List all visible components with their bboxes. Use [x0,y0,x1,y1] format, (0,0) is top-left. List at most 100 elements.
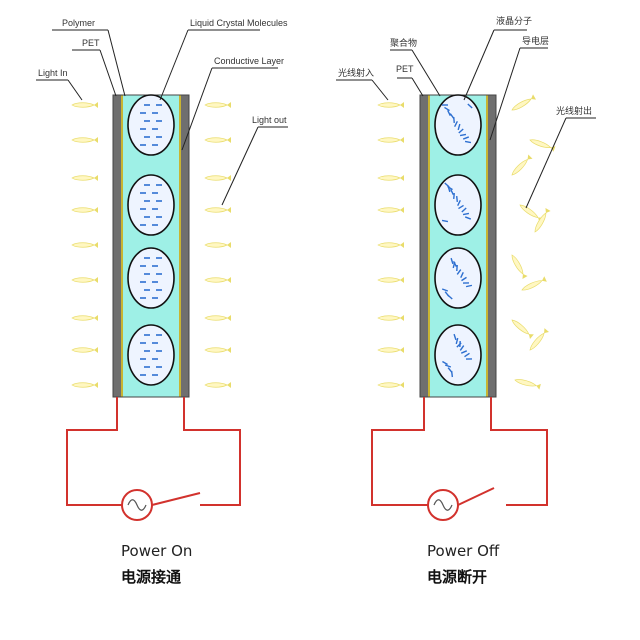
lc-molecule [462,212,470,216]
label-light-out-left: Light out [252,115,287,125]
light-ray-icon [71,136,99,144]
label-conductive-layer-left: Conductive Layer [214,56,284,66]
light-out-rays [204,101,232,389]
light-ray-icon [204,314,232,322]
light-ray-icon [71,381,99,389]
lc-molecule [465,284,473,288]
circuit-wire-left [66,397,241,506]
light-ray-icon [377,314,405,322]
pet-layer-left-inner [181,95,189,397]
lc-droplet [127,247,175,309]
lc-droplet [434,324,482,386]
pet-layer-right-outer [420,95,428,397]
conductive-layer-left-inner [179,95,181,397]
lc-molecule [461,207,467,213]
conductive-layer-right-outer [428,95,430,397]
lc-molecule [467,103,473,109]
light-ray-icon [204,206,232,214]
light-ray-icon [377,206,405,214]
lc-molecule [444,364,452,368]
lc-molecule [456,342,462,348]
right-panel: 聚合物 PET 光线射入 液晶分子 导电层 光线射出 Power Off 电源断… [336,15,596,586]
lc-droplet [127,324,175,386]
lc-molecule [464,216,472,220]
lc-molecule [456,269,462,275]
pet-layer-right-inner [488,95,496,397]
light-ray-icon [204,136,232,144]
lc-molecule [455,337,459,345]
lc-molecule [441,219,449,223]
light-ray-icon [509,153,534,178]
conductive-layer-right-inner [486,95,488,397]
light-ray-icon [377,381,405,389]
lc-molecule [458,204,464,210]
light-ray-icon [527,327,550,353]
light-ray-icon [71,241,99,249]
lc-molecule [452,261,456,269]
lc-molecule [460,350,468,354]
switch-closed [151,492,201,506]
light-ray-icon [377,174,405,182]
light-in-rays [71,101,99,389]
label-liquid-crystal-left: Liquid Crystal Molecules [190,18,288,28]
lc-molecule [447,185,451,193]
lc-molecule [464,140,472,144]
light-ray-icon [204,101,232,109]
light-ray-icon [204,381,232,389]
lc-droplet [434,247,482,309]
lc-molecule [453,192,455,200]
label-polymer-right: 聚合物 [390,37,417,48]
label-polymer-left: Polymer [62,18,95,28]
light-ray-icon [508,253,529,280]
light-ray-icon [204,241,232,249]
label-light-out-right: 光线射出 [556,105,592,116]
lc-molecule [444,106,450,112]
lc-droplet [127,94,175,156]
light-ray-icon [510,93,537,114]
light-ray-icon [71,276,99,284]
lc-molecule [450,189,454,195]
caption-power-on: Power On [121,542,192,560]
light-ray-icon [204,276,232,284]
pet-layer-left-outer [113,95,121,397]
lc-molecule [444,291,450,297]
lc-droplet [127,174,175,236]
lc-molecule [441,288,449,292]
lc-molecule [450,257,454,265]
light-ray-icon [71,206,99,214]
lc-molecule [460,271,464,279]
lc-molecule [457,123,461,131]
lc-molecule [442,360,448,366]
lc-molecule [454,121,458,127]
lc-droplet [434,174,482,236]
label-pet-left: PET [82,38,100,48]
lc-molecule [453,333,457,341]
left-panel: Polymer PET Light In Liquid Crystal Mole… [36,18,288,586]
caption-power-on-cn: 电源接通 [121,568,181,586]
lc-molecule [450,370,454,378]
label-light-in-left: Light In [38,68,68,78]
light-ray-icon [377,136,405,144]
light-ray-icon [517,202,544,223]
scattered-light-rays [508,93,556,391]
light-ray-icon [513,376,542,391]
lc-molecule [459,345,465,351]
lc-molecule [457,199,461,207]
light-ray-icon [71,174,99,182]
label-leaders-right [336,29,596,209]
lc-molecule [459,133,467,137]
light-ray-icon [377,241,405,249]
droplets-aligned [127,94,175,386]
lc-molecule [447,109,451,117]
circuit-wire-right [371,397,548,506]
light-ray-icon [71,101,99,109]
light-ray-icon [71,346,99,354]
light-in-rays [377,101,405,389]
lc-droplet [434,94,482,156]
light-ray-icon [377,101,405,109]
lc-molecule [458,128,464,134]
light-ray-icon [204,346,232,354]
caption-power-off: Power Off [427,542,500,560]
droplets-random [434,94,482,386]
